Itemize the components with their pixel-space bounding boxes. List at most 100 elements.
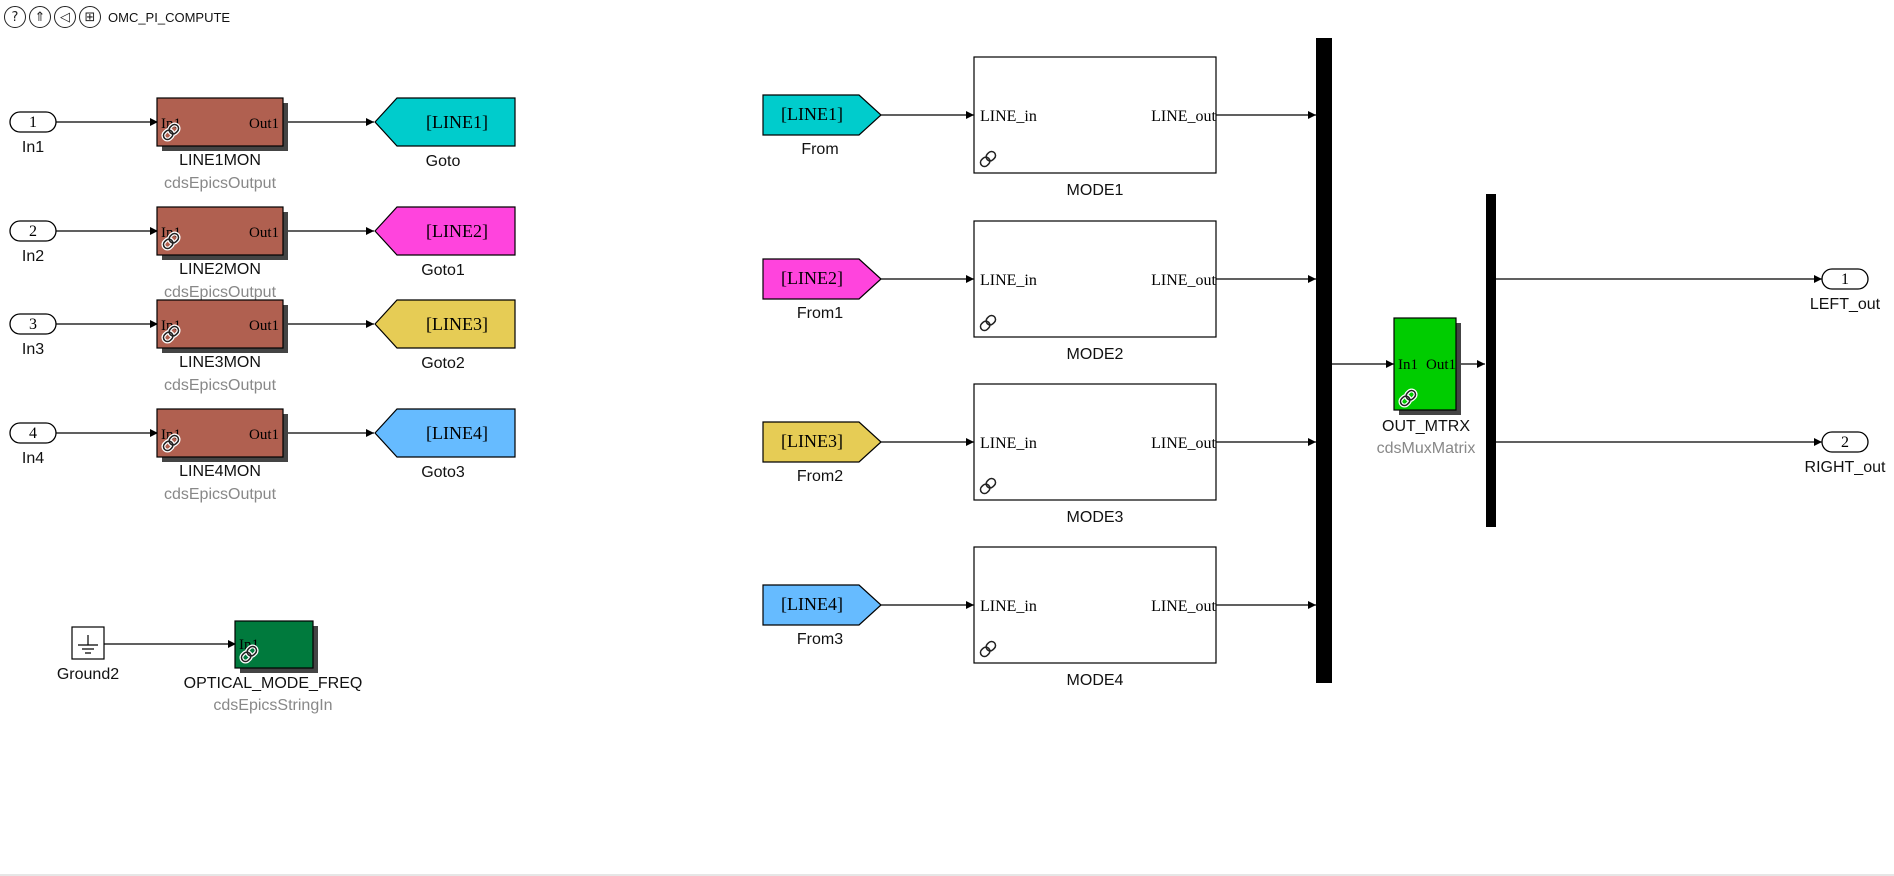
port-out-label: LINE_out (1151, 598, 1216, 615)
back-icon[interactable]: ◁ (54, 6, 76, 28)
inport-4-label: In4 (22, 450, 44, 467)
goto-block-3[interactable]: [LINE3]Goto2 (374, 299, 516, 372)
link-icon-ring (168, 325, 180, 337)
demux-bar[interactable] (1486, 194, 1496, 527)
goto-block-4-shape (374, 408, 516, 458)
block-name: LINE2MON (179, 261, 261, 278)
subsystem-body (973, 220, 1217, 338)
from-block-1-label: From (801, 141, 838, 158)
mux-bar[interactable] (1316, 38, 1332, 683)
goto-block-2[interactable]: [LINE2] Goto1 (374, 206, 516, 279)
subsystem-name: MODE1 (1067, 182, 1124, 199)
from-block-4[interactable]: [LINE4]From3 (762, 584, 882, 648)
link-icon-ring (979, 483, 991, 495)
help-icon[interactable]: ? (4, 6, 26, 28)
block-body (156, 206, 284, 256)
inport-2-label: In2 (22, 248, 44, 265)
from-block-2-shape (762, 258, 882, 300)
link-icon-ring (162, 129, 174, 141)
link-icon-ring (979, 320, 991, 332)
outport-shape (1821, 431, 1869, 453)
subsystem-name: MODE4 (1067, 672, 1124, 689)
link-icon (161, 324, 181, 344)
inport-2-shape (9, 220, 57, 242)
port-in-label: LINE_in (980, 598, 1037, 615)
port-in-label: LINE_in (980, 272, 1037, 289)
link-icon-ring (168, 232, 180, 244)
goto-block-2-label: Goto1 (421, 262, 465, 279)
link-icon-ring (985, 314, 997, 326)
from-block-2[interactable]: [LINE2] From1 (762, 258, 882, 322)
toolbar: ? ⇑ ◁ ⊞ OMC_PI_COMPUTE (4, 4, 230, 30)
from-block-3[interactable]: [LINE3]From2 (762, 421, 882, 485)
from-block-3-label: From2 (797, 468, 843, 485)
grid-icon[interactable]: ⊞ (79, 6, 101, 28)
goto-block-4-label: Goto3 (421, 464, 465, 481)
port-out-label: Out1 (249, 116, 279, 132)
from-block-2-label: From1 (797, 305, 843, 322)
goto-block-2-shape (374, 206, 516, 256)
link-icon (1398, 388, 1418, 408)
link-icon-ring (162, 440, 174, 452)
canvas-bottom-border (0, 874, 1894, 876)
port-out-label: LINE_out (1151, 435, 1216, 452)
block-name: OPTICAL_MODE_FREQ (184, 675, 363, 692)
port-in-label: LINE_in (980, 435, 1037, 452)
goto-block-1[interactable]: [LINE1] Goto (374, 97, 516, 170)
inport-1-shape (9, 111, 57, 133)
port-out-label: LINE_out (1151, 272, 1216, 289)
goto-block-1-tag: [LINE1] (426, 112, 488, 132)
up-level-icon[interactable]: ⇑ (29, 6, 51, 28)
port-in-label: In1 (1398, 357, 1418, 373)
port-out-label: LINE_out (1151, 108, 1216, 125)
block-name: LINE4MON (179, 463, 261, 480)
goto-block-1-label: Goto (426, 153, 461, 170)
link-icon-ring (985, 640, 997, 652)
from-block-2-tag: [LINE2] (781, 268, 843, 288)
inport-4-shape (9, 422, 57, 444)
model-title: OMC_PI_COMPUTE (108, 9, 231, 25)
ground-block[interactable]: Ground2 (57, 626, 119, 683)
block-library: cdsEpicsOutput (164, 377, 277, 394)
inport-3-number: 3 (29, 316, 37, 333)
inport-4-number: 4 (29, 425, 37, 442)
outport-shape (1821, 268, 1869, 290)
from-block-1[interactable]: [LINE1]From (762, 94, 882, 158)
inport-2-number: 2 (29, 223, 37, 240)
block-body (156, 299, 284, 349)
port-out-label: Out1 (249, 318, 279, 334)
inport-3-shape (9, 313, 57, 335)
block-library: cdsEpicsOutput (164, 486, 277, 503)
goto-block-2-tag: [LINE2] (426, 221, 488, 241)
port-in-label: LINE_in (980, 108, 1037, 125)
link-icon (161, 122, 181, 142)
signal-lines (56, 111, 1822, 648)
block-library: cdsMuxMatrix (1377, 440, 1476, 457)
inport-3-label: In3 (22, 341, 44, 358)
subsystem-body (973, 383, 1217, 501)
block-library: cdsEpicsOutput (164, 284, 277, 301)
inport-1-label: In1 (22, 139, 44, 156)
link-icon-ring (162, 238, 174, 250)
from-block-4-tag: [LINE4] (781, 594, 843, 614)
goto-block-3-shape (374, 299, 516, 349)
goto-block-4[interactable]: [LINE4]Goto3 (374, 408, 516, 481)
link-icon (978, 476, 998, 496)
